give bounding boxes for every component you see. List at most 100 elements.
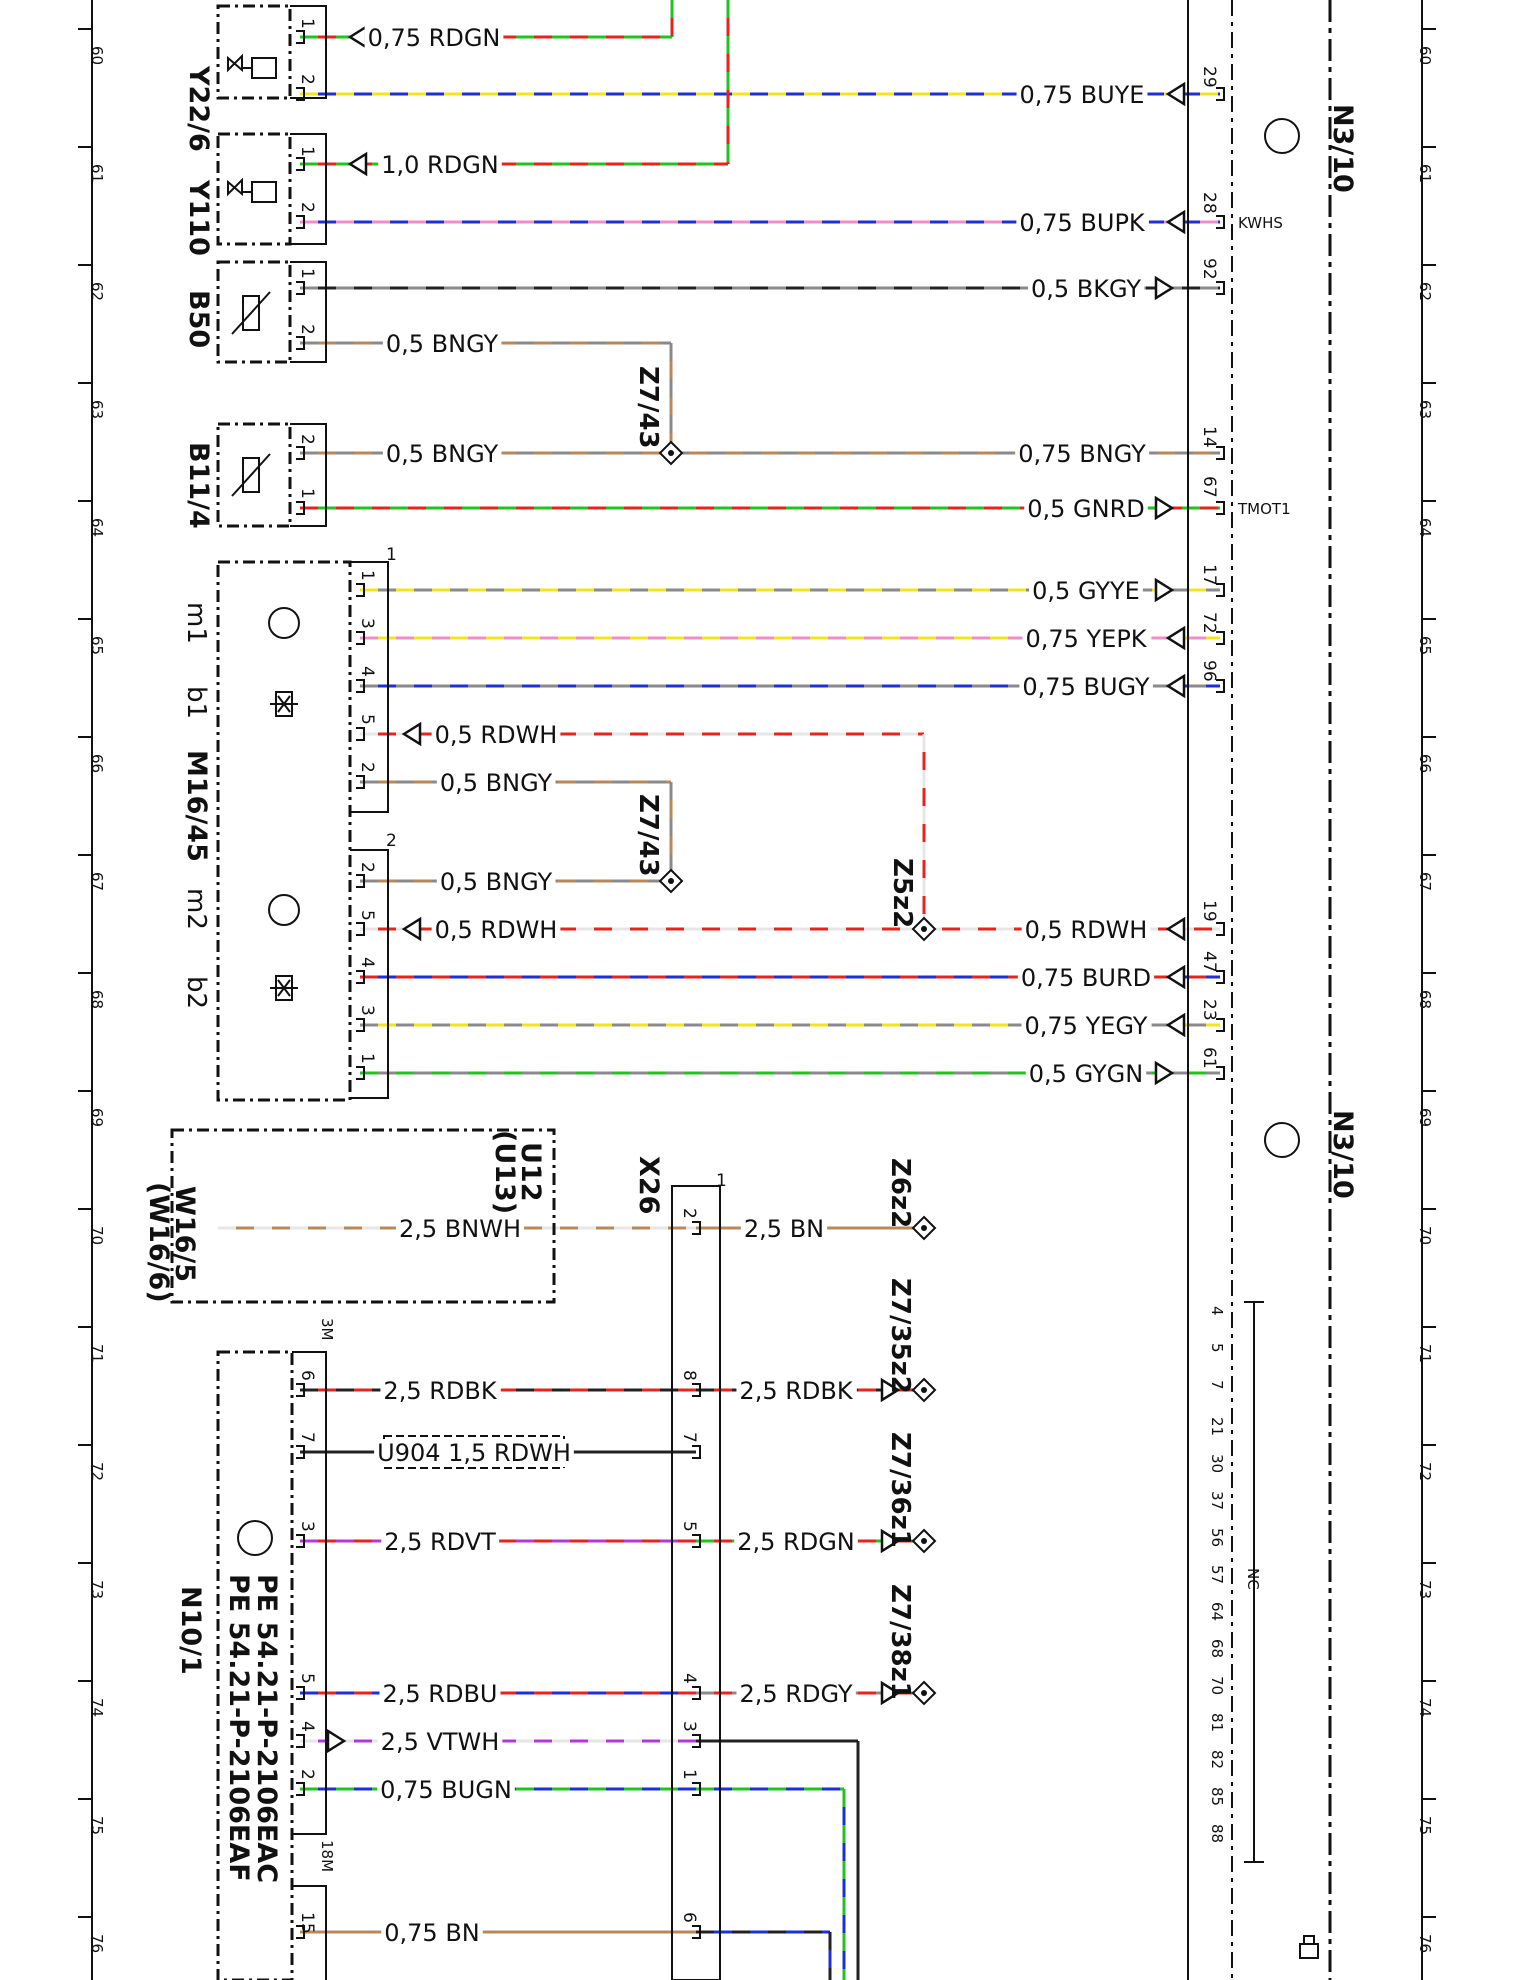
pin-number: 1 xyxy=(297,268,317,279)
wire-label: 0,75 BNGY xyxy=(1018,440,1146,468)
terminal-icon xyxy=(1216,679,1225,693)
pin-number: 7 xyxy=(679,1432,699,1443)
arrowhead-icon xyxy=(880,1528,901,1554)
label-x26-1: 1 xyxy=(716,1171,727,1191)
pin-number: 67 xyxy=(1199,476,1219,498)
wire-label: 0,5 RDWH xyxy=(435,721,558,749)
wire-label-bg xyxy=(736,1377,857,1405)
wire-label: 0,5 GYGN xyxy=(1029,1060,1143,1088)
terminal-icon xyxy=(1216,1018,1225,1032)
row-number: 62 xyxy=(1416,282,1434,301)
wire-label-bg xyxy=(436,868,556,896)
terminal-icon xyxy=(296,1925,305,1939)
terminal-icon xyxy=(296,1734,305,1748)
wire-label-bg xyxy=(736,1680,856,1708)
row-number: 76 xyxy=(88,1934,106,1953)
wire-label: 2,5 RDGY xyxy=(739,1680,852,1708)
pin-number: 2 xyxy=(297,434,317,445)
pe-hand-icon xyxy=(1299,1935,1319,1959)
pin-number: 72 xyxy=(1199,612,1219,634)
wire-label-bg xyxy=(1027,275,1145,303)
component-boxes xyxy=(170,4,556,1980)
pin-number: 92 xyxy=(1199,258,1219,280)
wire-label-bg xyxy=(1024,495,1148,523)
wire-label: 2,5 RDGN xyxy=(737,1528,855,1556)
label-z7-35z2: Z7/35z2 xyxy=(885,1278,915,1394)
wire-label-bg xyxy=(431,916,561,944)
label-3m: 3M xyxy=(318,1318,336,1341)
label-w16-6: (W16/6) xyxy=(143,1182,174,1303)
row-number: 73 xyxy=(88,1580,106,1599)
wire-label-bg xyxy=(381,1919,483,1947)
wire-label: 0,5 BNGY xyxy=(386,440,499,468)
row-number: 68 xyxy=(88,990,106,1009)
valve-symbol-icon xyxy=(227,53,277,203)
pin-number: 3 xyxy=(357,1005,377,1016)
row-number: 75 xyxy=(1416,1816,1434,1835)
wire-label-bg xyxy=(377,1776,515,1804)
pin-number: 28 xyxy=(1199,192,1219,214)
terminal-icon xyxy=(1216,583,1225,597)
wire-label-bg xyxy=(1015,440,1150,468)
row-number: 61 xyxy=(88,164,106,183)
pin-number: 14 xyxy=(1199,426,1219,448)
label-connector-2: 2 xyxy=(386,831,397,851)
row-number: 68 xyxy=(1416,990,1434,1009)
wire-label: 0,5 GYYE xyxy=(1032,577,1140,605)
terminal-icon xyxy=(296,501,305,515)
label-b2: b2 xyxy=(181,976,211,1009)
wire-label-bg xyxy=(431,721,561,749)
label-y22-6: Y22/6 xyxy=(183,65,214,152)
row-number: 69 xyxy=(88,1108,106,1127)
label-z7-43-a: Z7/43 xyxy=(633,366,663,449)
terminal-icon xyxy=(1216,446,1225,460)
wire-label-bg xyxy=(436,769,556,797)
wire-label: 2,5 RDVT xyxy=(384,1528,496,1556)
terminal-icon xyxy=(692,1734,701,1748)
arrowhead-icon xyxy=(1165,1012,1186,1038)
pin-number: 6 xyxy=(679,1912,699,1923)
nc-pin: 82 xyxy=(1208,1750,1226,1769)
terminal-icon xyxy=(692,1445,701,1459)
terminal-icon xyxy=(296,281,305,295)
wire-label: 0,75 YEPK xyxy=(1025,625,1147,653)
label-n10-1: N10/1 xyxy=(175,1586,206,1675)
label-z7-38z1: Z7/38z1 xyxy=(885,1584,915,1700)
pin-number: 23 xyxy=(1199,999,1219,1021)
nc-pin: 81 xyxy=(1208,1713,1226,1732)
arrowhead-icon xyxy=(1165,673,1186,699)
nc-pin: 37 xyxy=(1208,1491,1226,1510)
terminal-icon xyxy=(692,1221,701,1235)
terminal-icon xyxy=(356,874,365,888)
label-connector-1: 1 xyxy=(386,545,397,565)
wire-label-bg xyxy=(1029,577,1143,605)
arrowhead-icon xyxy=(347,151,368,177)
row-number: 74 xyxy=(1416,1698,1434,1717)
wire-label: 1,0 RDGN xyxy=(381,151,499,179)
wire-label-bg xyxy=(396,1215,524,1243)
wire-label: 0,75 YEGY xyxy=(1025,1012,1148,1040)
terminal-icon xyxy=(1216,281,1225,295)
nc-pin: 30 xyxy=(1208,1454,1226,1473)
wire-label: U904 1,5 RDWH xyxy=(377,1439,571,1467)
wire-label-bg xyxy=(381,1528,500,1556)
label-m2: m2 xyxy=(181,888,211,930)
label-y110: Y110 xyxy=(183,179,214,256)
label-m16-45: M16/45 xyxy=(181,750,212,862)
terminal-icon xyxy=(692,1782,701,1796)
nc-bracket xyxy=(1244,1301,1264,1863)
wire-label: 0,5 BNGY xyxy=(440,769,553,797)
pin-number: 3 xyxy=(297,1521,317,1532)
terminal-icon xyxy=(296,1534,305,1548)
terminal-icon xyxy=(356,922,365,936)
pin-number: 5 xyxy=(297,1673,317,1684)
arrowhead-icon xyxy=(880,1377,901,1403)
terminal-icon xyxy=(1216,631,1225,645)
wire-label: 0,75 BUGY xyxy=(1022,673,1150,701)
wire-label-bg xyxy=(374,1439,574,1467)
wire-label-bg xyxy=(1016,81,1148,109)
pin-number: 1 xyxy=(297,18,317,29)
terminal-icon xyxy=(296,87,305,101)
terminal-icon xyxy=(356,679,365,693)
